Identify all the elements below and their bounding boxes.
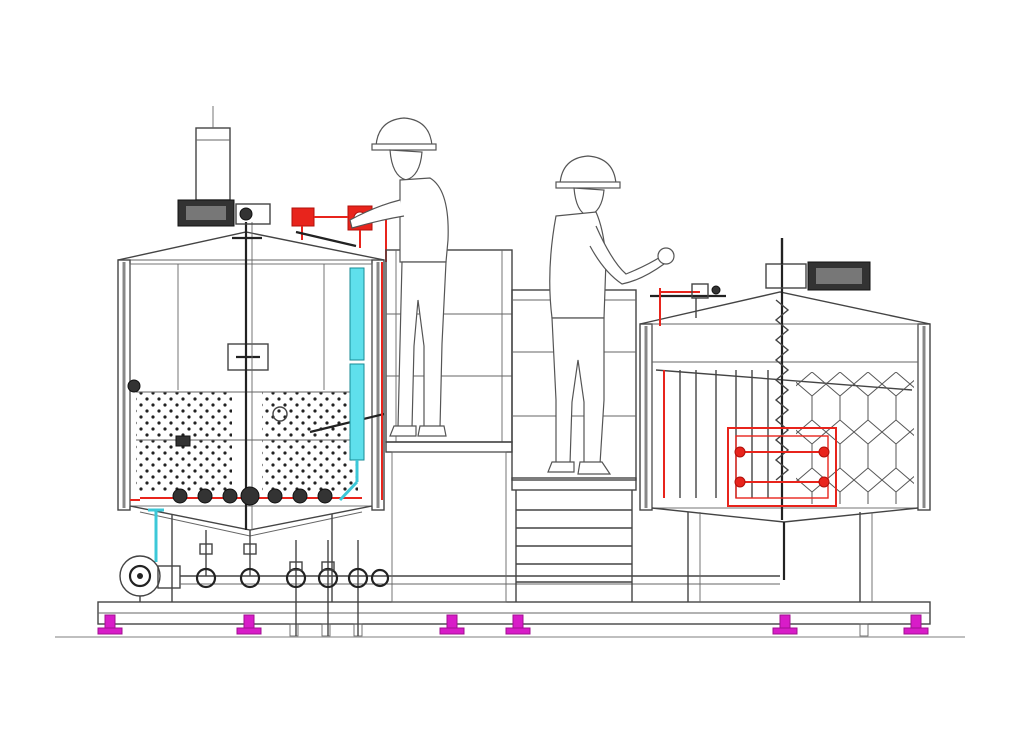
transfer-pump-icon (119, 555, 181, 602)
leveling-foot-icon (505, 614, 531, 635)
mash-tun-agitator-motor-icon (177, 199, 271, 240)
sight-glass-level-tube (148, 267, 365, 562)
bottom-valve-row (140, 486, 362, 506)
leveling-foot-icon (236, 614, 262, 635)
kettle-agitator-motor-icon (765, 238, 871, 291)
mash-tun-vessel (117, 106, 385, 602)
leveling-foot-icon (772, 614, 798, 635)
underdeck-piping (180, 530, 780, 636)
leveling-foot-icon (97, 614, 123, 635)
boil-kettle-vessel (639, 238, 931, 602)
kettle-top-manifold (650, 283, 726, 326)
operator-figure-icon (349, 117, 675, 475)
leveling-foot-icon (903, 614, 929, 635)
leveling-foot-icon (439, 614, 465, 635)
leveling-feet (97, 614, 929, 635)
